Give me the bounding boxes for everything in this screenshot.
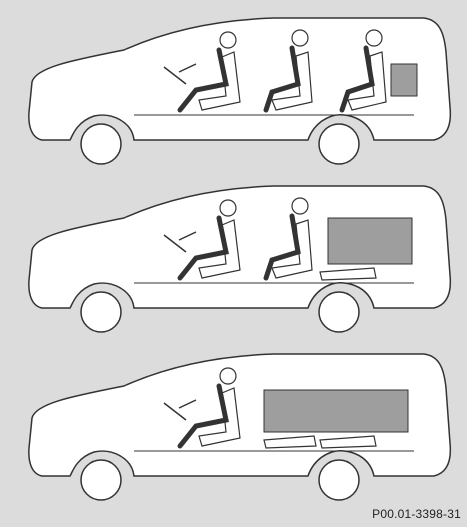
car-side-view — [14, 348, 460, 508]
cargo-area — [391, 64, 417, 96]
configuration-two-rows — [14, 180, 460, 340]
cargo-area — [264, 390, 408, 432]
car-side-view — [14, 180, 460, 340]
configuration-three-rows — [14, 12, 460, 172]
rear-wheel — [319, 292, 359, 332]
car-side-view — [14, 12, 460, 172]
front-wheel — [81, 460, 121, 500]
front-wheel — [81, 124, 121, 164]
rear-wheel — [319, 124, 359, 164]
front-wheel — [81, 292, 121, 332]
cargo-area — [328, 218, 412, 264]
car-body-outline — [29, 18, 451, 140]
configuration-one-row — [14, 348, 460, 508]
figure-code: P00.01-3398-31 — [372, 507, 461, 521]
rear-wheel — [319, 460, 359, 500]
